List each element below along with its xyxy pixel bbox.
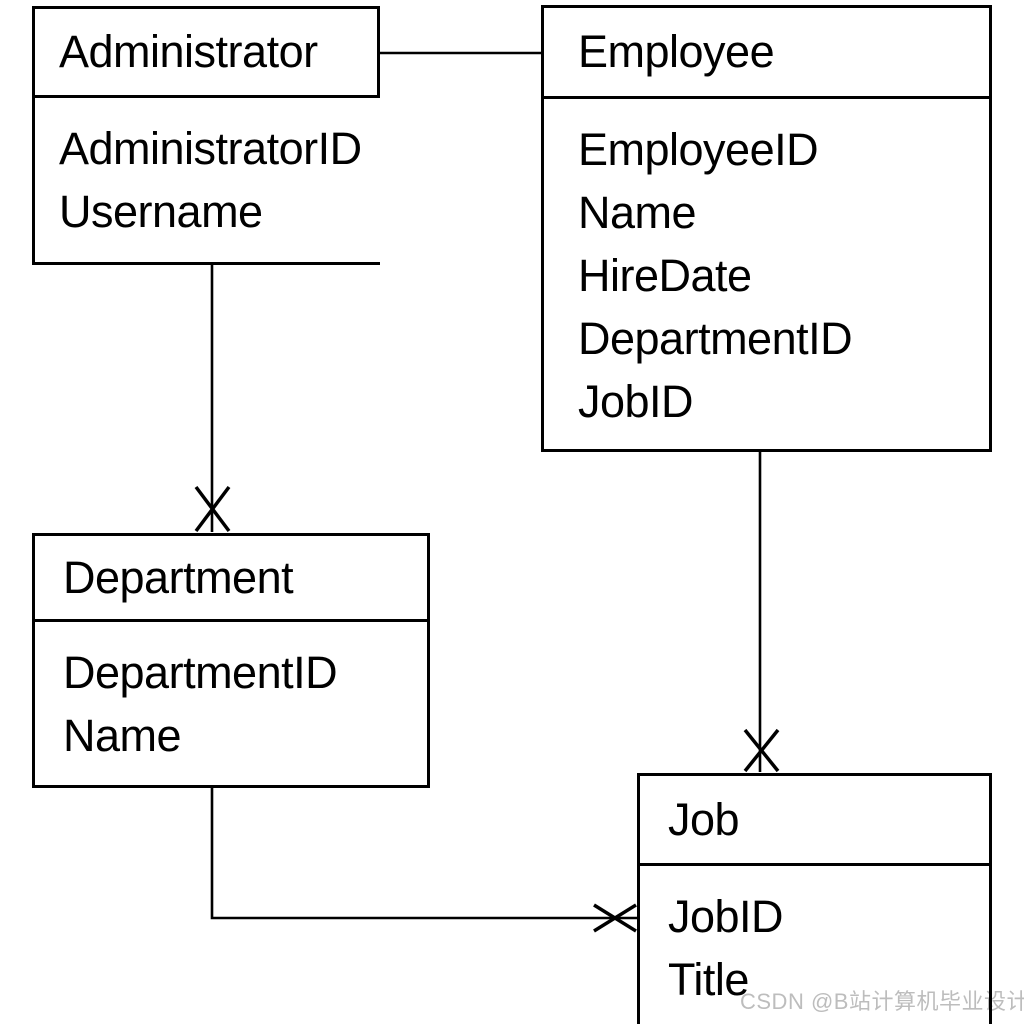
entity-attributes: DepartmentID Name [32,622,430,788]
many-marker-stroke [743,728,780,773]
field-row: Username [59,186,263,237]
entity-header: Department [32,533,430,622]
field-row: DepartmentID [63,647,338,698]
entity-header: Administrator [32,6,380,98]
many-marker-department-icon [194,485,231,533]
watermark: CSDN @B站计算机毕业设计大学 [740,989,1024,1014]
field-row: Title [668,954,749,1005]
field-row: JobID [578,376,694,427]
field-row: DepartmentID [578,313,853,364]
entity-header: Job [637,773,992,866]
entity-title: Administrator [59,26,318,77]
entity-attributes: AdministratorID Username [32,98,380,265]
field-row: Name [578,187,697,238]
entity-administrator: Administrator AdministratorID Username [32,6,380,265]
connector-department-job [210,787,637,920]
field-row: AdministratorID [59,123,362,174]
field-row: HireDate [578,250,752,301]
field-row: EmployeeID [578,124,819,175]
entity-title: Job [668,793,740,845]
many-marker-stroke [593,903,637,933]
entity-job: Job JobID Title [637,773,992,1024]
entity-title: Employee [578,26,775,77]
entity-title: Department [63,551,294,603]
many-marker-stroke [194,485,231,533]
many-marker-job-top-icon [743,728,780,773]
entity-employee: Employee EmployeeID Name HireDate Depart… [541,5,992,452]
entity-attributes: EmployeeID Name HireDate DepartmentID Jo… [541,99,992,452]
entity-attributes: JobID Title [637,866,992,1024]
field-row: Name [63,710,182,761]
entity-header: Employee [541,5,992,99]
many-marker-job-left-icon [593,903,637,933]
field-row: JobID [668,891,784,942]
entity-department: Department DepartmentID Name [32,533,430,788]
